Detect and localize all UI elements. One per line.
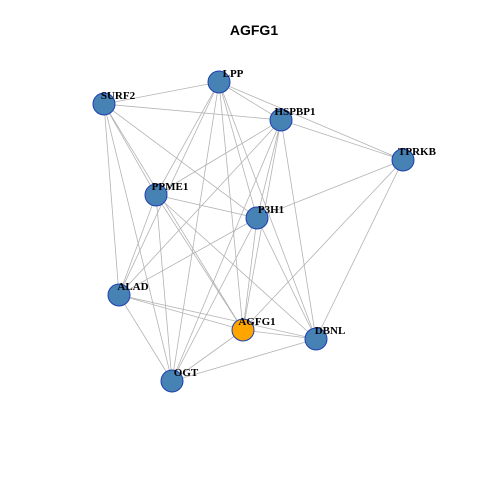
- edge-tprkb-p3h1: [256, 159, 404, 219]
- node-label-ogt: OGT: [174, 367, 199, 379]
- edge-surf2-agfg1: [103, 103, 244, 331]
- edge-surf2-alad: [103, 103, 120, 296]
- edge-alad-ogt: [118, 294, 173, 382]
- edge-agfg1-dbnl: [242, 329, 317, 340]
- nodes-layer: [92, 70, 415, 393]
- edge-alad-agfg1: [118, 294, 244, 331]
- node-ogt: [160, 369, 184, 393]
- graph-title: AGFG1: [230, 22, 278, 38]
- edge-surf2-hspbp1: [103, 103, 282, 121]
- node-label-surf2: SURF2: [101, 90, 136, 102]
- node-alad: [107, 283, 131, 307]
- node-dbnl: [304, 327, 328, 351]
- edge-lpp-tprkb: [218, 81, 404, 161]
- node-tprkb: [391, 148, 415, 172]
- node-label-ppme1: PPME1: [152, 181, 189, 193]
- node-label-dbnl: DBNL: [315, 325, 346, 337]
- edge-agfg1-ogt: [171, 329, 244, 382]
- edge-p3h1-alad: [118, 217, 258, 296]
- edge-tprkb-dbnl: [315, 159, 404, 340]
- edge-lpp-agfg1: [218, 81, 244, 331]
- edge-hspbp1-tprkb: [280, 119, 404, 161]
- edge-ppme1-alad: [118, 194, 157, 296]
- edge-p3h1-ogt: [171, 217, 258, 382]
- edge-p3h1-dbnl: [256, 217, 317, 340]
- node-label-tprkb: TPRKB: [398, 146, 437, 158]
- edge-hspbp1-alad: [118, 119, 282, 296]
- edge-lpp-ppme1: [155, 81, 220, 196]
- edge-hspbp1-p3h1: [256, 119, 282, 219]
- edge-hspbp1-ppme1: [155, 119, 282, 196]
- node-hspbp1: [269, 108, 293, 132]
- node-label-hspbp1: HSPBP1: [275, 106, 316, 118]
- node-lpp: [207, 70, 231, 94]
- node-label-lpp: LPP: [223, 68, 244, 80]
- node-p3h1: [245, 206, 269, 230]
- edge-ppme1-p3h1: [155, 194, 258, 219]
- node-label-alad: ALAD: [117, 281, 148, 293]
- edge-lpp-hspbp1: [218, 81, 282, 121]
- edge-lpp-alad: [118, 81, 220, 296]
- edges-layer: [103, 81, 404, 382]
- edge-ppme1-agfg1: [155, 194, 244, 331]
- edge-surf2-p3h1: [103, 103, 258, 219]
- node-surf2: [92, 92, 116, 116]
- edge-ppme1-dbnl: [155, 194, 317, 340]
- node-label-agfg1: AGFG1: [238, 316, 275, 328]
- edge-hspbp1-dbnl: [280, 119, 317, 340]
- edge-hspbp1-ogt: [171, 119, 282, 382]
- edge-alad-dbnl: [118, 294, 317, 340]
- node-label-p3h1: P3H1: [258, 204, 284, 216]
- edge-surf2-ppme1: [103, 103, 157, 196]
- node-agfg1: [231, 318, 255, 342]
- edge-tprkb-agfg1: [242, 159, 404, 331]
- edge-surf2-lpp: [103, 81, 220, 105]
- edge-ppme1-ogt: [155, 194, 173, 382]
- edge-dbnl-ogt: [171, 338, 317, 382]
- edge-lpp-p3h1: [218, 81, 258, 219]
- edge-p3h1-agfg1: [242, 217, 258, 331]
- node-ppme1: [144, 183, 168, 207]
- edge-lpp-ogt: [171, 81, 220, 382]
- edge-lpp-dbnl: [218, 81, 317, 340]
